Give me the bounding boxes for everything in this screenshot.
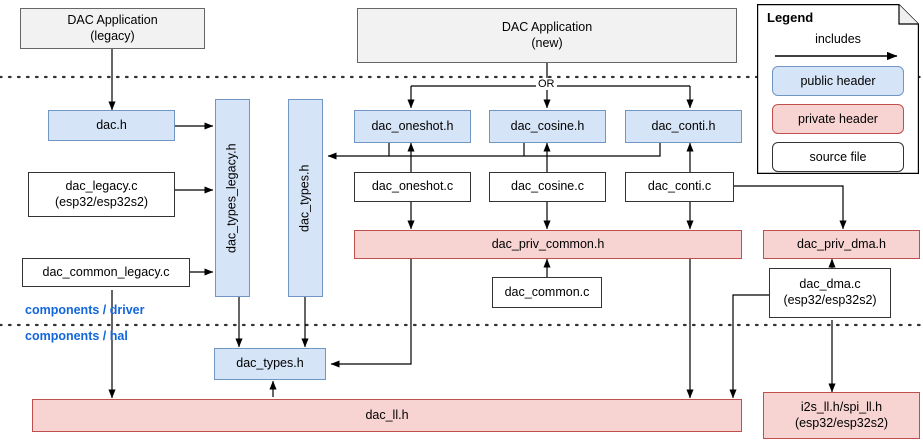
node-label-line1: dac_dma.c — [799, 277, 861, 292]
node-dac-common-c[interactable]: dac_common.c — [492, 277, 602, 308]
node-label: dac_conti.h — [651, 118, 716, 133]
edge-priv-common-to-types-hal — [330, 259, 412, 368]
node-dac-h[interactable]: dac.h — [48, 110, 175, 141]
node-label-line2: (esp32/esp32s2) — [794, 415, 889, 430]
node-dac-types-h-hal[interactable]: dac_types.h — [214, 348, 326, 380]
node-dac-conti-h[interactable]: dac_conti.h — [625, 110, 742, 143]
node-dac-types-h-driver[interactable]: dac_types.h — [288, 99, 323, 297]
node-label: dac_ll.h — [365, 407, 409, 422]
node-label-line2: (legacy) — [90, 28, 135, 43]
node-label: dac_types.h — [236, 356, 304, 371]
node-label-line1: dac_legacy.c — [65, 178, 138, 193]
legend-title: Legend — [767, 10, 814, 25]
node-dac-common-legacy-c[interactable]: dac_common_legacy.c — [22, 258, 190, 287]
legend-swatch-label: public header — [800, 74, 876, 88]
node-label-line1: i2s_ll.h/spi_ll.h — [800, 399, 883, 414]
zone-label-hal: components / hal — [25, 329, 128, 343]
node-label-line1: DAC Application — [501, 19, 593, 34]
node-dac-oneshot-h[interactable]: dac_oneshot.h — [354, 110, 471, 143]
edge-headers-bus-to-types-driver — [327, 141, 661, 160]
node-label-line2: (new) — [531, 35, 563, 50]
node-dac-oneshot-c[interactable]: dac_oneshot.c — [354, 172, 471, 202]
node-label: dac_common.c — [504, 284, 590, 299]
node-dac-types-legacy-h[interactable]: dac_types_legacy.h — [215, 99, 250, 297]
zone-label-driver: components / driver — [25, 303, 145, 317]
legend-includes-label: includes — [815, 32, 861, 46]
node-label: dac_common_legacy.c — [42, 264, 170, 279]
legend-panel: Legend includes public header private he… — [757, 4, 919, 174]
node-label: dac_types.h — [297, 164, 312, 232]
node-dac-legacy-c[interactable]: dac_legacy.c (esp32/esp32s2) — [28, 172, 175, 217]
node-label-line1: DAC Application — [67, 12, 158, 27]
legend-swatch-public-header: public header — [772, 66, 904, 96]
node-dac-dma-c[interactable]: dac_dma.c (esp32/esp32s2) — [769, 268, 891, 318]
edge-label-or: OR — [536, 78, 557, 90]
legend-swatch-source-file: source file — [772, 142, 904, 172]
node-label: dac_conti.c — [647, 179, 712, 194]
node-label-line2: (esp32/esp32s2) — [54, 194, 149, 209]
legend-swatch-label: source file — [809, 150, 867, 164]
node-dac-conti-c[interactable]: dac_conti.c — [625, 172, 734, 202]
edge-conti-c-to-priv-dma — [733, 185, 847, 230]
legend-swatch-private-header: private header — [772, 104, 904, 134]
node-label: dac_oneshot.h — [371, 118, 454, 133]
node-label-line2: (esp32/esp32s2) — [783, 293, 877, 307]
node-dac-priv-common-h[interactable]: dac_priv_common.h — [354, 230, 742, 259]
node-label: dac.h — [96, 117, 127, 132]
node-dac-application-legacy[interactable]: DAC Application (legacy) — [20, 8, 205, 49]
node-dac-priv-dma-h[interactable]: dac_priv_dma.h — [763, 230, 920, 259]
node-label: dac_priv_dma.h — [797, 236, 886, 251]
node-i2s-ll-spi-ll-h[interactable]: i2s_ll.h/spi_ll.h (esp32/esp32s2) — [763, 392, 920, 439]
node-label: dac_priv_common.h — [491, 236, 605, 251]
node-dac-application-new[interactable]: DAC Application (new) — [357, 8, 737, 63]
node-label: dac_cosine.h — [510, 118, 585, 133]
node-dac-cosine-h[interactable]: dac_cosine.h — [489, 110, 606, 143]
node-label: dac_oneshot.c — [371, 179, 454, 194]
node-label: dac_cosine.c — [511, 179, 584, 194]
node-dac-ll-h[interactable]: dac_ll.h — [32, 399, 742, 432]
legend-swatch-label: private header — [798, 112, 878, 126]
node-label: dac_types_legacy.h — [224, 143, 239, 253]
node-dac-cosine-c[interactable]: dac_cosine.c — [489, 172, 606, 202]
legend-includes-arrow-icon — [775, 51, 898, 61]
